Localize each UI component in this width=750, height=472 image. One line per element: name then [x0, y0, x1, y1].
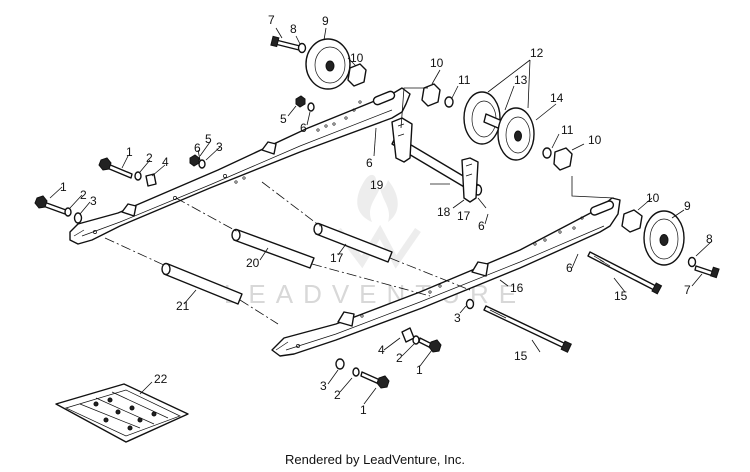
callout-1-bottom-upper: 1: [416, 363, 423, 377]
washer-3-bottom: [335, 358, 345, 370]
idler-wheel-upper-9: [305, 38, 351, 90]
spacer-10-right: [553, 147, 573, 171]
washer-2-left-lower: [64, 207, 72, 217]
callout-3-rail: 3: [454, 311, 461, 325]
callout-10-upper: 10: [350, 51, 364, 65]
callout-6-upper: 6: [300, 121, 307, 135]
callout-4-left: 4: [162, 155, 169, 169]
callout-19: 19: [370, 178, 384, 192]
bolt-7-rear: [694, 265, 720, 279]
callout-5-mid: 5: [205, 132, 212, 146]
bolt-1-left-upper: [98, 157, 133, 179]
spacer-10-rear: [621, 209, 643, 233]
callout-18: 18: [437, 205, 451, 219]
bracket-4-left: [145, 173, 157, 187]
callout-17-arm: 17: [457, 209, 471, 223]
callout-6-mid: 6: [194, 141, 201, 155]
long-bolt-15-lower: [483, 305, 572, 353]
callout-10-tandem: 10: [430, 56, 444, 70]
callout-14: 14: [550, 91, 564, 105]
washer-11-tandem: [444, 96, 454, 108]
callout-3-mid: 3: [216, 140, 223, 154]
callout-21: 21: [176, 299, 190, 313]
callout-22: 22: [154, 372, 168, 386]
cross-shaft-lower-21: [161, 262, 243, 305]
bolt-7-upper: [270, 35, 301, 51]
idler-wheel-rear-9: [643, 210, 685, 266]
callout-13: 13: [514, 73, 528, 87]
leader-lines: [49, 27, 713, 405]
callout-11-right: 11: [561, 123, 574, 137]
callout-17-shaft: 17: [330, 251, 344, 265]
callout-9-upper: 9: [322, 14, 329, 28]
callout-2-left-lower: 2: [80, 188, 87, 202]
long-bolt-15-upper: [587, 251, 663, 295]
cross-shaft-front-17: [313, 222, 393, 263]
bolt-1-left-lower: [34, 195, 67, 215]
callout-12: 12: [530, 46, 544, 60]
callout-labels: 7 8 9 10 5 6 10 11 12 13 14 11 10 6 19 1…: [60, 13, 713, 417]
callout-6-arm: 6: [478, 219, 485, 233]
callout-8-upper: 8: [290, 22, 297, 36]
nut-5-washer-6-left: [295, 95, 315, 112]
washer-8-rear: [687, 256, 697, 268]
callout-8-rear: 8: [706, 232, 713, 246]
render-credit: Rendered by LeadVenture, Inc.: [285, 452, 465, 467]
washer-2-left-upper: [134, 171, 142, 181]
callout-6-rear: 6: [566, 261, 573, 275]
callout-6-shaft: 6: [366, 156, 373, 170]
callout-1-left-lower: 1: [60, 180, 67, 194]
callout-4-bottom: 4: [378, 343, 385, 357]
callout-10-right: 10: [588, 133, 602, 147]
callout-15-lower: 15: [514, 349, 528, 363]
nut-5-washer-6-mid: [189, 154, 206, 169]
spacer-10-tandem: [421, 83, 441, 107]
callout-5-upper: 5: [280, 112, 287, 126]
callout-10-rear: 10: [646, 191, 660, 205]
shaft-centerlines: [104, 181, 471, 325]
callout-2-left-upper: 2: [146, 151, 153, 165]
callout-16: 16: [510, 281, 524, 295]
callout-7-rear: 7: [684, 283, 691, 297]
washer-2-bottom-upper: [412, 335, 420, 345]
callout-11-tandem: 11: [458, 73, 471, 87]
callout-1-left-upper: 1: [126, 145, 133, 159]
bracket-4-bottom: [401, 327, 415, 343]
washer-3-mid: [465, 298, 475, 310]
slide-shoe-22: [55, 383, 189, 443]
watermark-logo: [335, 174, 421, 269]
right-rail: [271, 197, 621, 357]
callout-1-bottom-lower: 1: [360, 403, 367, 417]
callout-3-bottom: 3: [320, 379, 327, 393]
tandem-wheel-set-12: [463, 91, 535, 161]
washer-3-left-lower: [73, 212, 83, 224]
bolt-1-bottom-upper: [418, 337, 442, 353]
washer-2-bottom-lower: [352, 367, 360, 377]
torque-arm-18: [391, 117, 479, 203]
washer-8-upper: [297, 42, 307, 54]
callout-3-left-lower: 3: [90, 194, 97, 208]
cross-shaft-upper-20: [231, 228, 315, 269]
callout-2-bottom-lower: 2: [334, 388, 341, 402]
callout-7-upper: 7: [268, 13, 275, 27]
callout-15-upper: 15: [614, 289, 628, 303]
spacer-10-upper: [347, 63, 367, 87]
callout-20: 20: [246, 256, 260, 270]
left-rail: [69, 87, 411, 245]
washer-11-right: [542, 147, 552, 159]
bolt-1-bottom-lower: [360, 371, 390, 389]
callout-9-rear: 9: [684, 199, 691, 213]
callout-2-bottom-upper: 2: [396, 351, 403, 365]
